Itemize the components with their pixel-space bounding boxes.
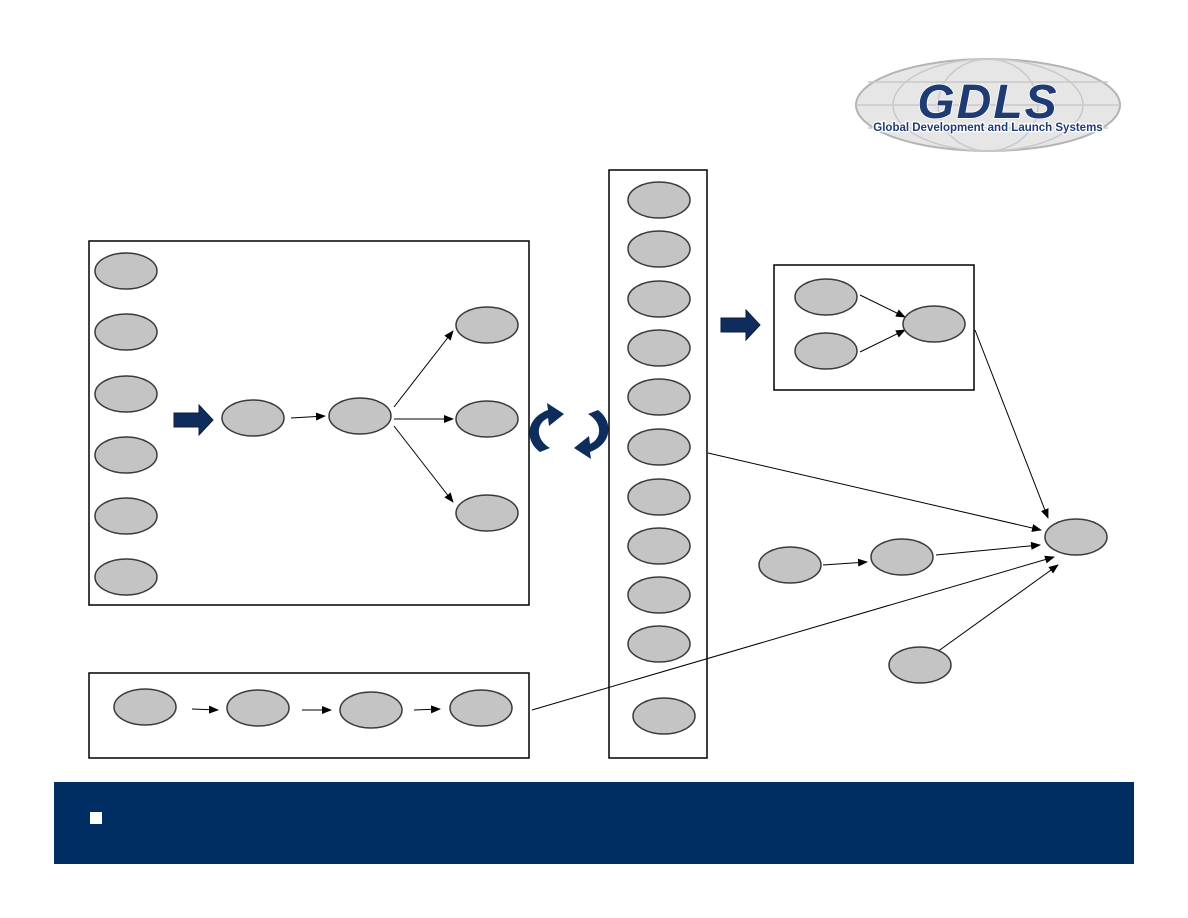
left-output-node[interactable] — [455, 400, 519, 438]
connector-merge-bottom — [859, 329, 906, 353]
right-box-node[interactable] — [794, 278, 858, 316]
bottom-chain-box — [88, 672, 530, 759]
right-box-node[interactable] — [794, 332, 858, 370]
right-chain-node[interactable] — [870, 538, 934, 576]
connector-right-chain — [822, 558, 868, 567]
left-column-node[interactable] — [94, 497, 158, 535]
block-arrow-icon — [173, 403, 214, 437]
footer-bar — [54, 782, 1134, 864]
bottom-chain-node[interactable] — [339, 691, 403, 729]
left-column-node[interactable] — [94, 436, 158, 474]
connector-merge-top — [859, 294, 906, 318]
connector-branch-top — [393, 330, 454, 408]
right-merge-box — [773, 264, 975, 391]
block-arrow-icon — [720, 308, 761, 342]
refresh-cycle-icon — [529, 403, 609, 459]
center-column-node[interactable] — [627, 378, 691, 416]
right-box-node[interactable] — [902, 305, 966, 343]
center-column-node[interactable] — [627, 527, 691, 565]
right-lower-node[interactable] — [888, 646, 952, 684]
center-column-node[interactable] — [627, 280, 691, 318]
nodes — [94, 181, 1108, 735]
connector-lower-to-target — [936, 564, 1059, 653]
target-node[interactable] — [1044, 518, 1108, 556]
center-column-node[interactable] — [632, 697, 696, 735]
left-column-node[interactable] — [94, 252, 158, 290]
logo-wordmark: GDLS — [917, 76, 1058, 129]
left-process-box — [88, 240, 530, 606]
left-column-node[interactable] — [94, 558, 158, 596]
left-flow-node[interactable] — [328, 397, 392, 435]
left-output-node[interactable] — [455, 306, 519, 344]
left-column-node[interactable] — [94, 313, 158, 351]
center-column-node[interactable] — [627, 576, 691, 614]
gdls-logo: GDLS Global Development and Launch Syste… — [855, 58, 1121, 152]
center-column-box — [608, 169, 708, 759]
left-output-node[interactable] — [455, 494, 519, 532]
connector-bottom-to-target — [531, 555, 1055, 711]
center-column-node[interactable] — [627, 181, 691, 219]
connector-column-to-target — [707, 452, 1042, 532]
square-bullet-icon — [90, 812, 102, 824]
left-flow-node[interactable] — [221, 399, 285, 437]
center-column-node[interactable] — [627, 625, 691, 663]
connectors — [191, 294, 1059, 714]
center-column-node[interactable] — [627, 478, 691, 516]
connector-chain-1 — [191, 705, 219, 714]
bottom-chain-node[interactable] — [449, 689, 513, 727]
center-column-node[interactable] — [627, 230, 691, 268]
logo-tagline: Global Development and Launch Systems — [873, 122, 1102, 134]
connector-flow-1 — [290, 412, 326, 421]
center-column-node[interactable] — [627, 428, 691, 466]
bottom-chain-node[interactable] — [113, 688, 177, 726]
left-column-node[interactable] — [94, 375, 158, 413]
connector-branch-bottom — [393, 425, 454, 503]
center-column-node[interactable] — [627, 329, 691, 367]
connector-box-to-target — [974, 329, 1049, 519]
connector-chain-3 — [413, 705, 441, 714]
right-chain-node[interactable] — [758, 546, 822, 584]
bottom-chain-node[interactable] — [226, 689, 290, 727]
connector-chain-to-target — [935, 541, 1041, 556]
